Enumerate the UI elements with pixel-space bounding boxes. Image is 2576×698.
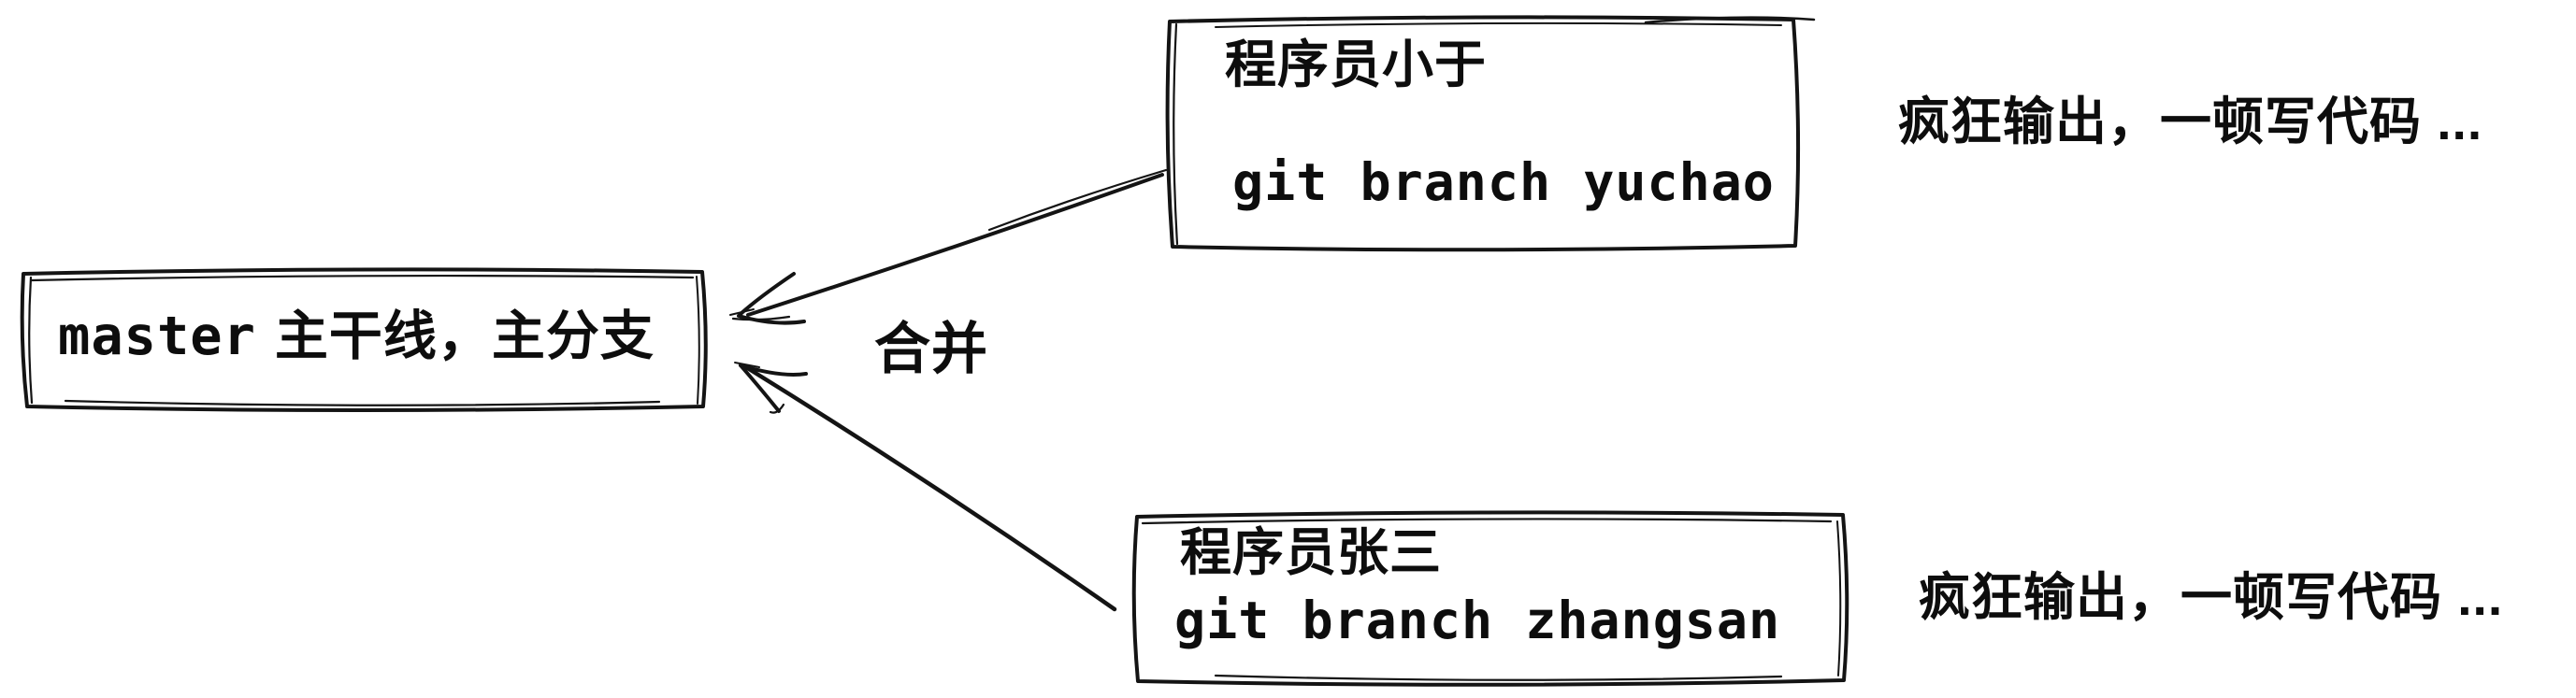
arrowhead-scribble xyxy=(731,315,791,321)
dev2-command-text: git branch zhangsan xyxy=(1174,591,1781,650)
master-branch-name: master xyxy=(58,306,256,367)
arrow-line xyxy=(743,364,1117,612)
dev1-command-text: git branch yuchao xyxy=(1232,152,1775,212)
dev2-note: 疯狂输出，一顿写代码 ... xyxy=(1919,568,2504,626)
dev2-box-outline xyxy=(1131,510,1849,687)
arrowhead-scribble xyxy=(729,308,755,316)
arrowhead-scribble xyxy=(769,403,785,414)
arrow-line-double xyxy=(987,168,1168,232)
arrow-line xyxy=(746,173,1164,317)
dev1-box-outline xyxy=(1165,15,1816,252)
master-branch-desc: 主干线，主分支 xyxy=(274,306,655,366)
arrowhead-scribble xyxy=(734,362,760,368)
merge-arrow-bottom xyxy=(734,362,1117,612)
dev2-owner-label: 程序员张三 xyxy=(1180,523,1443,581)
dev1-note: 疯狂输出，一顿写代码 ... xyxy=(1898,93,2483,150)
merge-arrow-top xyxy=(729,168,1168,325)
arrowhead-icon xyxy=(737,314,806,325)
arrowhead-icon xyxy=(739,363,781,413)
dev1-owner-label: 程序员小于 xyxy=(1225,36,1488,93)
master-box-outline xyxy=(20,267,708,412)
arrowhead-icon xyxy=(739,363,808,377)
merge-label: 合并 xyxy=(874,318,988,380)
